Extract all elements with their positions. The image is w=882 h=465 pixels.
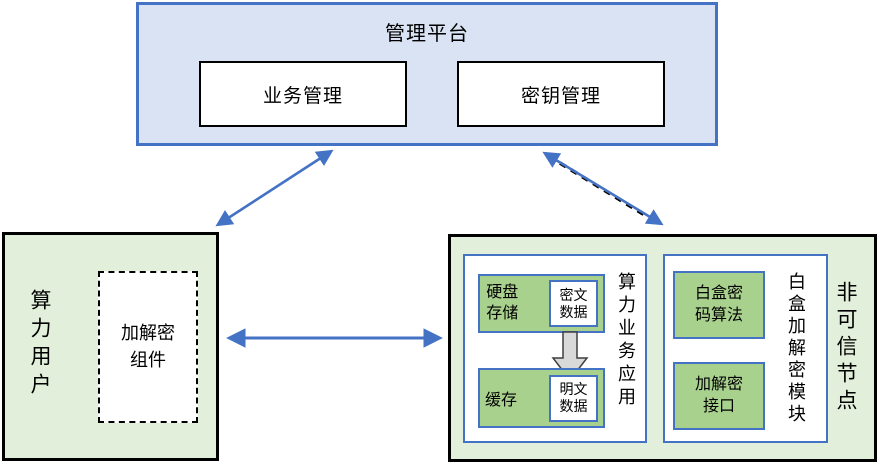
- disk-storage-box: 硬盘存储 密文数据: [478, 274, 605, 333]
- arrow-platform-to-node: [542, 151, 664, 226]
- crypto-component-box: 加解密组件: [98, 271, 198, 423]
- business-app-box: 硬盘存储 密文数据 缓存 明文数据 算力业务应用: [463, 254, 647, 443]
- cache-label: 缓存: [485, 392, 518, 409]
- cipher-data-label: 密文数据: [559, 286, 588, 320]
- key-management-box: 密钥管理: [457, 61, 665, 127]
- whitebox-module-box: 白盒密码算法 加解密接口 白盒加解密模块: [663, 254, 828, 443]
- whitebox-algorithm-label: 白盒密码算法: [694, 285, 743, 324]
- plain-data-box: 明文数据: [549, 374, 598, 422]
- management-platform-title: 管理平台: [385, 23, 469, 45]
- untrusted-node-box: 硬盘存储 密文数据 缓存 明文数据 算力业务应用 白盒密码算法 加解密接口 白盒…: [448, 234, 877, 462]
- management-platform-box: 管理平台 业务管理 密钥管理: [136, 2, 718, 146]
- untrusted-node-label: 非可信节点: [834, 281, 857, 416]
- business-app-label: 算力业务应用: [616, 272, 636, 410]
- disk-storage-label: 硬盘存储: [486, 283, 519, 322]
- arrow-platform-to-user: [215, 149, 334, 227]
- whitebox-algorithm-box: 白盒密码算法: [673, 271, 765, 339]
- cache-box: 缓存 明文数据: [478, 368, 605, 428]
- crypto-interface-box: 加解密接口: [673, 362, 765, 430]
- business-management-box: 业务管理: [199, 61, 407, 127]
- whitebox-module-label: 白盒加解密模块: [786, 272, 806, 426]
- plain-data-label: 明文数据: [559, 381, 588, 414]
- computing-user-box: 算力用户 加解密组件: [2, 232, 219, 461]
- cipher-data-box: 密文数据: [549, 280, 598, 327]
- crypto-interface-label: 加解密接口: [694, 376, 743, 415]
- computing-user-label: 算力用户: [28, 289, 51, 401]
- crypto-component-label: 加解密组件: [120, 323, 175, 370]
